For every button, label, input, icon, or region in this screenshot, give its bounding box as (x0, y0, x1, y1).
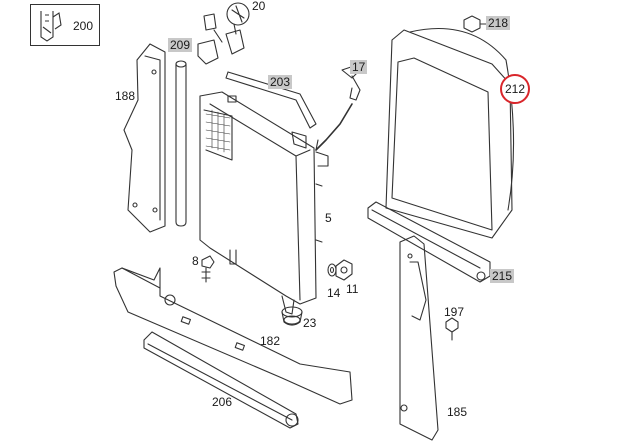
bolt-8 (201, 255, 215, 283)
callout-215[interactable]: 215 (490, 269, 515, 283)
bracket-188 (123, 43, 166, 233)
bracket-clip-icon (40, 11, 62, 42)
crossmember-182 (113, 267, 353, 405)
callout-11[interactable]: 11 (346, 282, 359, 296)
legend-box: 200 (30, 4, 100, 46)
bolt-218 (463, 15, 489, 33)
clip-20 (197, 2, 250, 65)
callout-14[interactable]: 14 (327, 286, 341, 300)
bolt-197 (445, 317, 459, 341)
bracket-185 (399, 235, 439, 441)
seal-strip-215 (367, 201, 491, 283)
legend-box-label: 200 (73, 19, 94, 33)
callout-185[interactable]: 185 (447, 405, 468, 419)
rod-209 (175, 60, 187, 227)
seal-strip-203 (225, 71, 317, 129)
callout-197[interactable]: 197 (444, 305, 465, 319)
hose-connector-17 (315, 65, 361, 151)
radiator-core-grid (205, 109, 231, 153)
callout-20[interactable]: 20 (252, 0, 266, 13)
callout-218[interactable]: 218 (486, 16, 511, 30)
grommet-23 (281, 306, 303, 326)
callout-182[interactable]: 182 (260, 334, 281, 348)
callout-17[interactable]: 17 (350, 60, 368, 74)
callout-209[interactable]: 209 (168, 38, 193, 52)
nut-11 (335, 259, 353, 281)
callout-212[interactable]: 212 (500, 74, 530, 104)
seal-strip-206 (143, 331, 299, 429)
callout-203[interactable]: 203 (268, 75, 293, 89)
callout-188[interactable]: 188 (115, 89, 136, 103)
callout-23[interactable]: 23 (303, 316, 317, 330)
fan-shroud-212 (385, 27, 515, 239)
callout-5[interactable]: 5 (325, 211, 332, 225)
callout-8[interactable]: 8 (192, 254, 199, 268)
washer-14 (327, 263, 337, 277)
callout-206[interactable]: 206 (212, 395, 233, 409)
